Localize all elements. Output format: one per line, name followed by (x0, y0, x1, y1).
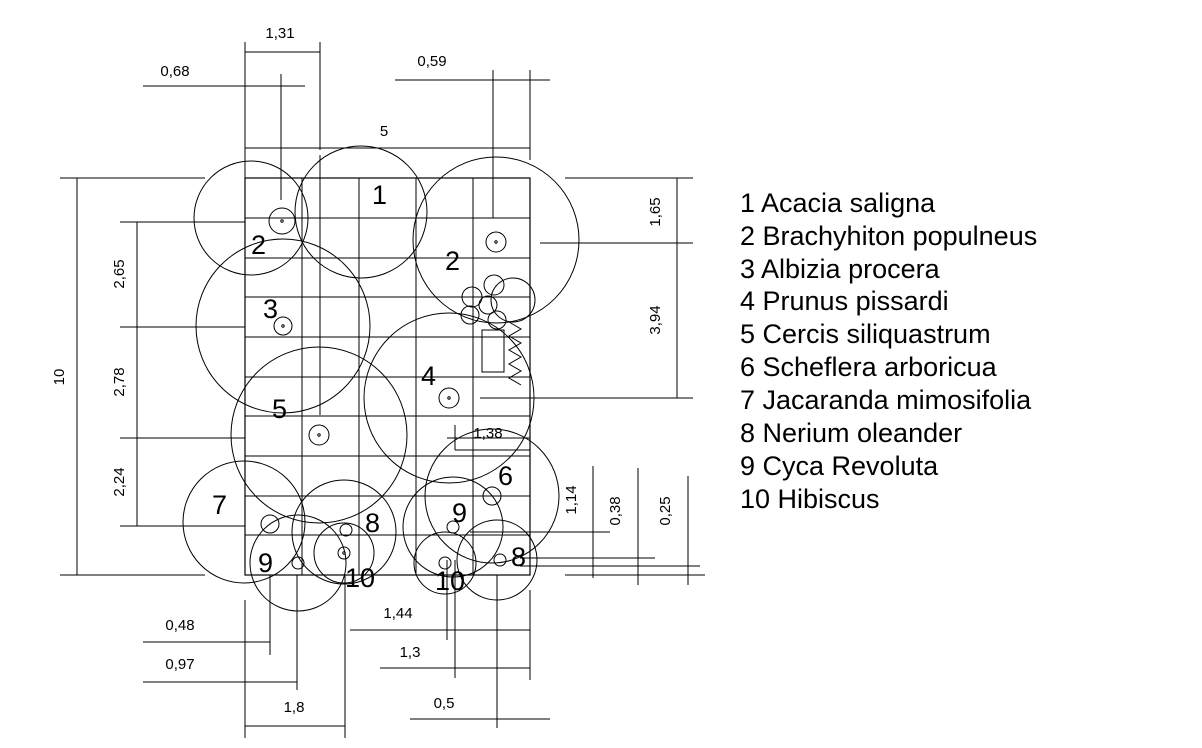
canopy-cycas-right (402, 476, 504, 578)
canopy-hibiscus-left (313, 522, 375, 584)
legend-item-4: 4 Prunus pissardi (740, 286, 949, 316)
legend-item-7: 7 Jacaranda mimosifolia (740, 385, 1032, 415)
dim-1-8: 1,8 (284, 699, 305, 716)
dim-0-68: 0,68 (160, 63, 189, 80)
plant-number-4: 4 (421, 361, 436, 391)
dim-1-38: 1,38 (473, 425, 502, 442)
dim-1-31: 1,31 (265, 25, 294, 42)
legend-item-3: 3 Albizia procera (740, 254, 941, 284)
dim-0-38: 0,38 (607, 496, 624, 525)
canopy-cycas-left (249, 514, 347, 612)
plant-number-labels: 1 2 2 3 4 5 6 7 8 9 8 9 10 10 (212, 180, 526, 596)
dim-0-59: 0,59 (417, 53, 446, 70)
dimension-lines: 1,31 0,68 0,59 5 10 2,65 2,78 2,24 1,65 … (51, 25, 705, 738)
plant-number-6: 6 (498, 461, 513, 491)
plant-number-2-right: 2 (445, 246, 460, 276)
legend-item-6: 6 Scheflera arboricua (740, 352, 998, 382)
plant-canopies (182, 145, 580, 612)
dim-10: 10 (51, 369, 68, 386)
dim-2-78: 2,78 (111, 367, 128, 396)
plant-number-8-left: 8 (365, 508, 380, 538)
plant-number-10-left: 10 (345, 563, 375, 593)
legend-item-1: 1 Acacia saligna (740, 188, 936, 218)
plant-number-9-right: 9 (452, 498, 467, 528)
dim-2-65: 2,65 (111, 259, 128, 288)
legend-item-5: 5 Cercis siliquastrum (740, 319, 991, 349)
plant-number-3: 3 (263, 294, 278, 324)
plant-number-10-right: 10 (435, 566, 465, 596)
legend-item-10: 10 Hibiscus (740, 484, 880, 514)
dim-2-24: 2,24 (111, 467, 128, 496)
dim-0-25: 0,25 (657, 496, 674, 525)
dim-0-97: 0,97 (165, 656, 194, 673)
plant-legend: 1 Acacia saligna 2 Brachyhiton populneus… (740, 188, 1037, 514)
plant-number-5: 5 (272, 394, 287, 424)
dim-1-44: 1,44 (383, 605, 412, 622)
canopy-hibiscus-right (413, 531, 477, 595)
legend-item-8: 8 Nerium oleander (740, 418, 962, 448)
canopy-brachychiton-right (412, 156, 580, 324)
canopy-cercis (230, 346, 408, 524)
dim-3-94: 3,94 (647, 305, 664, 334)
dim-5: 5 (380, 123, 388, 140)
hedge-zigzag (508, 321, 522, 386)
plant-number-2-left: 2 (251, 230, 266, 260)
canopy-nerium-left (291, 479, 397, 585)
dim-1-14: 1,14 (563, 485, 580, 514)
legend-item-9: 9 Cyca Revoluta (740, 451, 939, 481)
plant-number-8-right: 8 (511, 542, 526, 572)
canopy-acacia (294, 145, 428, 279)
legend-item-2: 2 Brachyhiton populneus (740, 221, 1037, 251)
plant-number-7: 7 (212, 490, 227, 520)
bench-feature (481, 329, 505, 373)
canopy-scheflera (424, 428, 560, 564)
canopy-brachychiton-left (193, 160, 309, 276)
dim-0-48: 0,48 (165, 617, 194, 634)
dim-1-3: 1,3 (400, 644, 421, 661)
dim-1-65: 1,65 (647, 197, 664, 226)
plant-number-9-left: 9 (258, 548, 273, 578)
dim-0-5: 0,5 (434, 695, 455, 712)
canopy-albizia (195, 238, 371, 414)
plant-number-1: 1 (372, 180, 387, 210)
canopy-jacaranda (182, 460, 306, 584)
